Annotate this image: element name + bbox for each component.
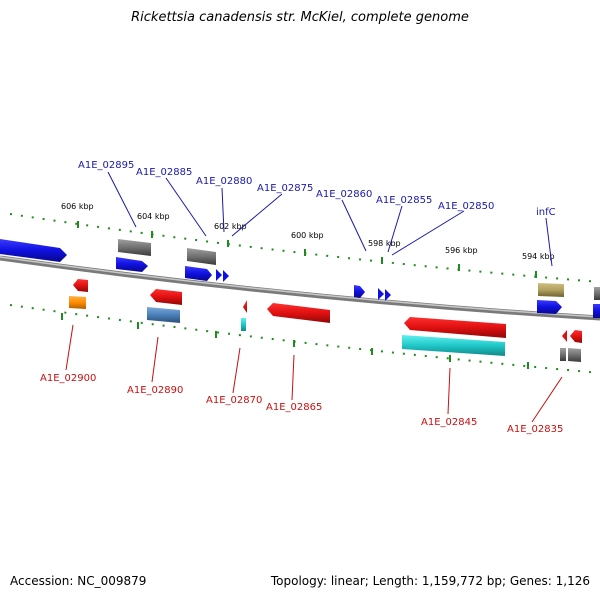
kbp-label: 594 kbp [522,252,555,261]
forward-genes [0,239,600,318]
gene-box-gray[interactable] [118,239,151,256]
gene-label-reverse[interactable]: A1E_02835 [507,424,563,435]
topology-text: Topology: linear; Length: 1,159,772 bp; … [270,574,590,588]
gene-label-reverse[interactable]: A1E_02865 [266,402,322,413]
gene-box-gray[interactable] [560,348,566,361]
kbp-label: 596 kbp [445,246,478,255]
gene-arrow-small[interactable] [216,269,222,281]
gene-arrow-forward[interactable] [185,266,212,281]
gene-arrow-reverse[interactable] [570,330,582,343]
gene-box-gray[interactable] [594,287,600,300]
gene-label-forward[interactable]: A1E_02860 [316,189,372,200]
gene-arrow-small-reverse[interactable] [562,330,567,342]
forward-leader-lines [107,171,553,267]
gene-label-reverse[interactable]: A1E_02900 [40,373,96,384]
kbp-label: 600 kbp [291,231,324,240]
reverse-major-ticks [61,313,529,369]
gene-box-olive[interactable] [538,283,564,297]
gene-arrow-reverse[interactable] [267,303,330,323]
gene-arrow-reverse[interactable] [243,300,247,313]
gene-label-reverse[interactable]: A1E_02870 [206,395,262,406]
reverse-genes [69,279,582,362]
genome-backbone [0,255,600,321]
gene-label-forward[interactable]: infC [536,207,556,218]
gene-arrow-forward[interactable] [0,239,67,262]
gene-label-forward[interactable]: A1E_02875 [257,183,313,194]
gene-label-forward[interactable]: A1E_02880 [196,176,252,187]
gene-arrow-small[interactable] [223,270,229,282]
gene-box-cyan[interactable] [402,335,505,356]
accession-text: Accession: NC_009879 [10,574,147,588]
reverse-leader-lines [65,324,563,423]
gene-box-gray[interactable] [568,348,581,362]
gene-arrow-forward[interactable] [354,285,365,298]
gene-arrow-reverse[interactable] [73,279,88,292]
kbp-label: 602 kbp [214,222,247,231]
gene-box-orange[interactable] [69,296,86,309]
gene-label-forward[interactable]: A1E_02885 [136,167,192,178]
genome-title: Rickettsia canadensis str. McKiel, compl… [131,10,469,25]
kbp-label: 598 kbp [368,239,401,248]
gene-label-forward[interactable]: A1E_02850 [438,201,494,212]
gene-arrow-reverse[interactable] [150,289,182,305]
gene-label-reverse[interactable]: A1E_02845 [421,417,477,428]
gene-arrow-forward[interactable] [537,300,562,314]
gene-arrow-reverse[interactable] [404,317,506,338]
gene-label-forward[interactable]: A1E_02855 [376,195,432,206]
gene-box-cyan[interactable] [241,318,246,331]
gene-arrow-forward[interactable] [116,257,148,272]
gene-box-steel[interactable] [147,307,180,323]
gene-label-forward[interactable]: A1E_02895 [78,160,134,171]
gene-label-reverse[interactable]: A1E_02890 [127,385,183,396]
gene-box-gray[interactable] [187,248,216,265]
gene-arrow-small[interactable] [385,289,391,301]
forward-major-ticks [77,221,537,278]
kbp-label: 606 kbp [61,202,94,211]
gene-arrow-forward[interactable] [593,304,600,318]
kbp-label: 604 kbp [137,212,170,221]
gene-arrow-small[interactable] [378,288,384,300]
